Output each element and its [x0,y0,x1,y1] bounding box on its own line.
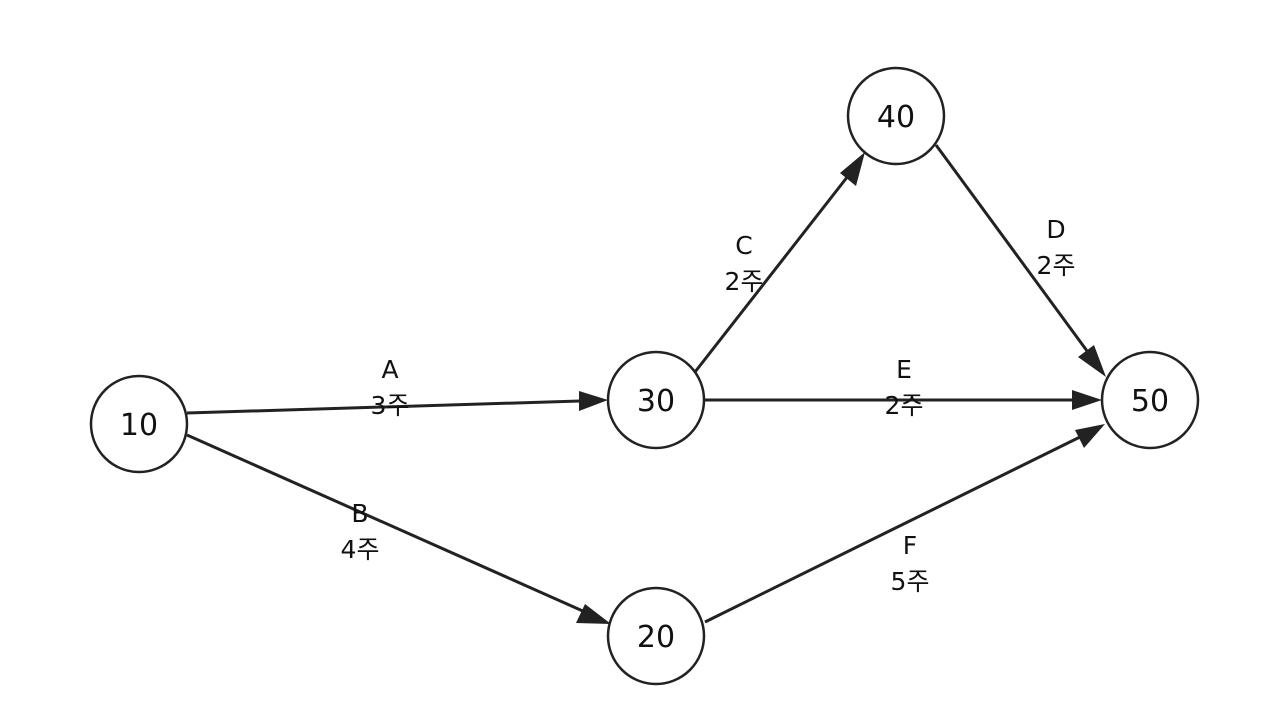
node-40-label: 40 [877,100,915,135]
edge-e-duration: 2주 [885,391,924,420]
node-10: 10 [89,374,189,474]
edge-d-activity: D [1046,215,1065,244]
edge-a-duration: 3주 [371,391,410,420]
edge-a: A 3주 [186,355,608,420]
edge-b-activity: B [351,499,368,528]
node-20-label: 20 [637,620,675,655]
edge-a-activity: A [381,355,398,384]
node-50: 50 [1100,350,1200,450]
arrow-head-c [840,152,865,186]
edge-e: E 2주 [705,355,1102,420]
edge-c: C 2주 [693,152,865,373]
edge-b: B 4주 [186,433,611,624]
edge-f-activity: F [903,531,917,560]
edge-f-duration: 5주 [891,567,930,596]
arrow-head-b [576,604,611,624]
node-50-label: 50 [1131,384,1169,419]
arrow-head-f [1075,424,1105,448]
edge-b-duration: 4주 [341,535,380,564]
node-30: 30 [606,350,706,450]
node-30-label: 30 [637,384,675,419]
node-10-label: 10 [120,408,158,443]
node-40: 40 [846,66,946,166]
edge-c-activity: C [735,231,752,260]
edge-e-activity: E [896,355,912,384]
node-20: 20 [606,586,706,686]
arrow-head-e [1072,390,1102,410]
edge-f: F 5주 [704,424,1105,624]
arrow-head-a [579,391,608,411]
arrow-head-d [1078,345,1106,377]
edge-c-duration: 2주 [725,267,764,296]
edge-d-duration: 2주 [1037,251,1076,280]
edge-d: D 2주 [934,144,1106,377]
